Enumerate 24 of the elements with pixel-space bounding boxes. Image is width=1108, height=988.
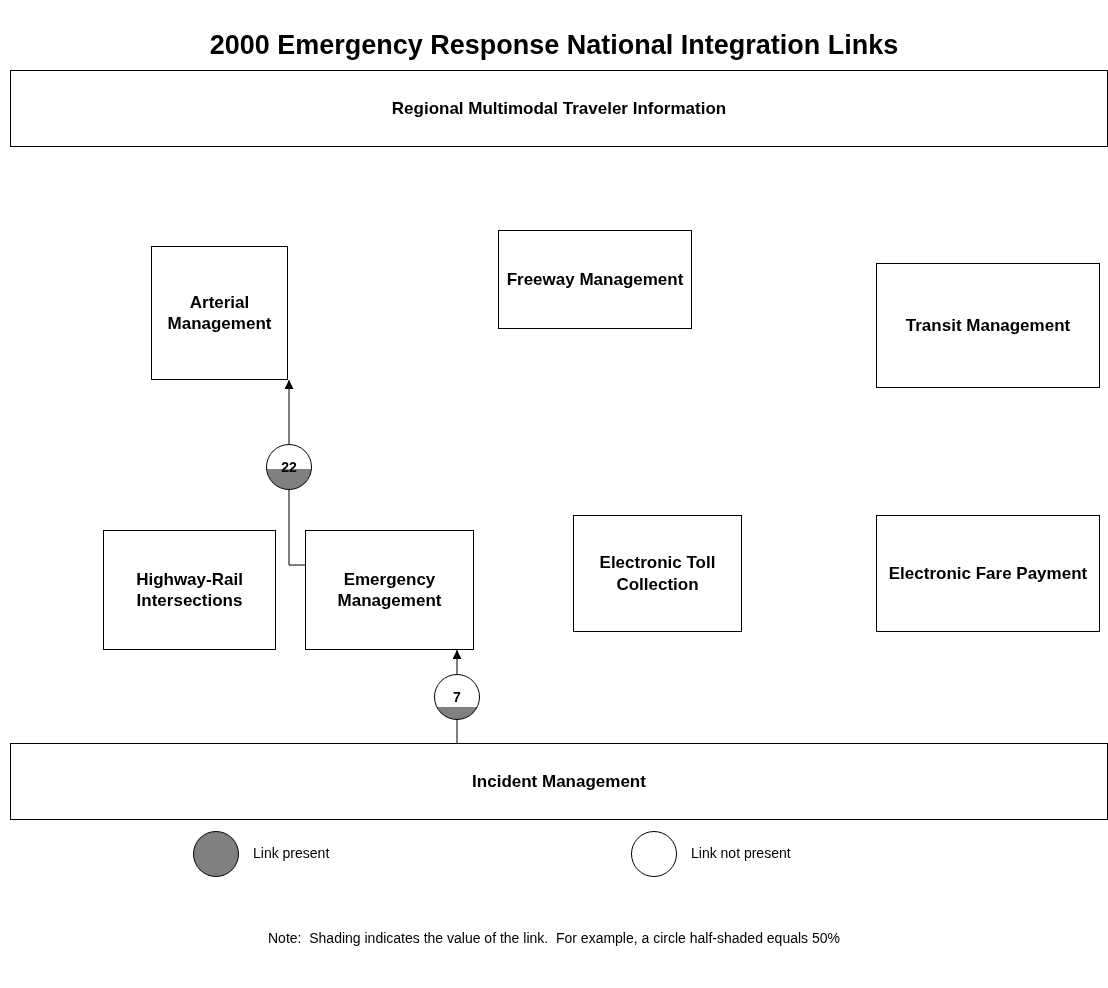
box-label: Incident Management	[472, 770, 646, 793]
link-value-circle: 7	[434, 674, 480, 720]
process-box	[876, 515, 1100, 632]
legend-label: Link not present	[691, 845, 791, 861]
link-value-circle: 22	[266, 444, 312, 490]
legend-label: Link present	[253, 845, 330, 861]
process-box	[498, 230, 692, 329]
process-box	[573, 515, 742, 632]
box-label: Highway-Rail Intersections	[135, 568, 244, 612]
box-label: Emergency Management	[336, 568, 443, 612]
process-box	[10, 743, 1108, 820]
box-label: Regional Multimodal Traveler Information	[391, 97, 727, 120]
box-label: Freeway Management	[506, 268, 684, 291]
box-label: Transit Management	[905, 314, 1071, 337]
box-label: Arterial Management	[166, 291, 273, 335]
process-box	[305, 530, 474, 650]
diagram-title: 2000 Emergency Response National Integration Links	[208, 30, 900, 61]
process-box	[10, 70, 1108, 147]
process-box	[103, 530, 276, 650]
box-label: Electronic Toll Collection	[598, 552, 717, 595]
note-text: Note: Shading indicates the value of the link. For example, a circle half-shaded equals 50%	[267, 930, 841, 946]
process-box	[876, 263, 1100, 388]
process-box	[151, 246, 288, 380]
box-label: Electronic Fare Payment	[888, 562, 1088, 585]
